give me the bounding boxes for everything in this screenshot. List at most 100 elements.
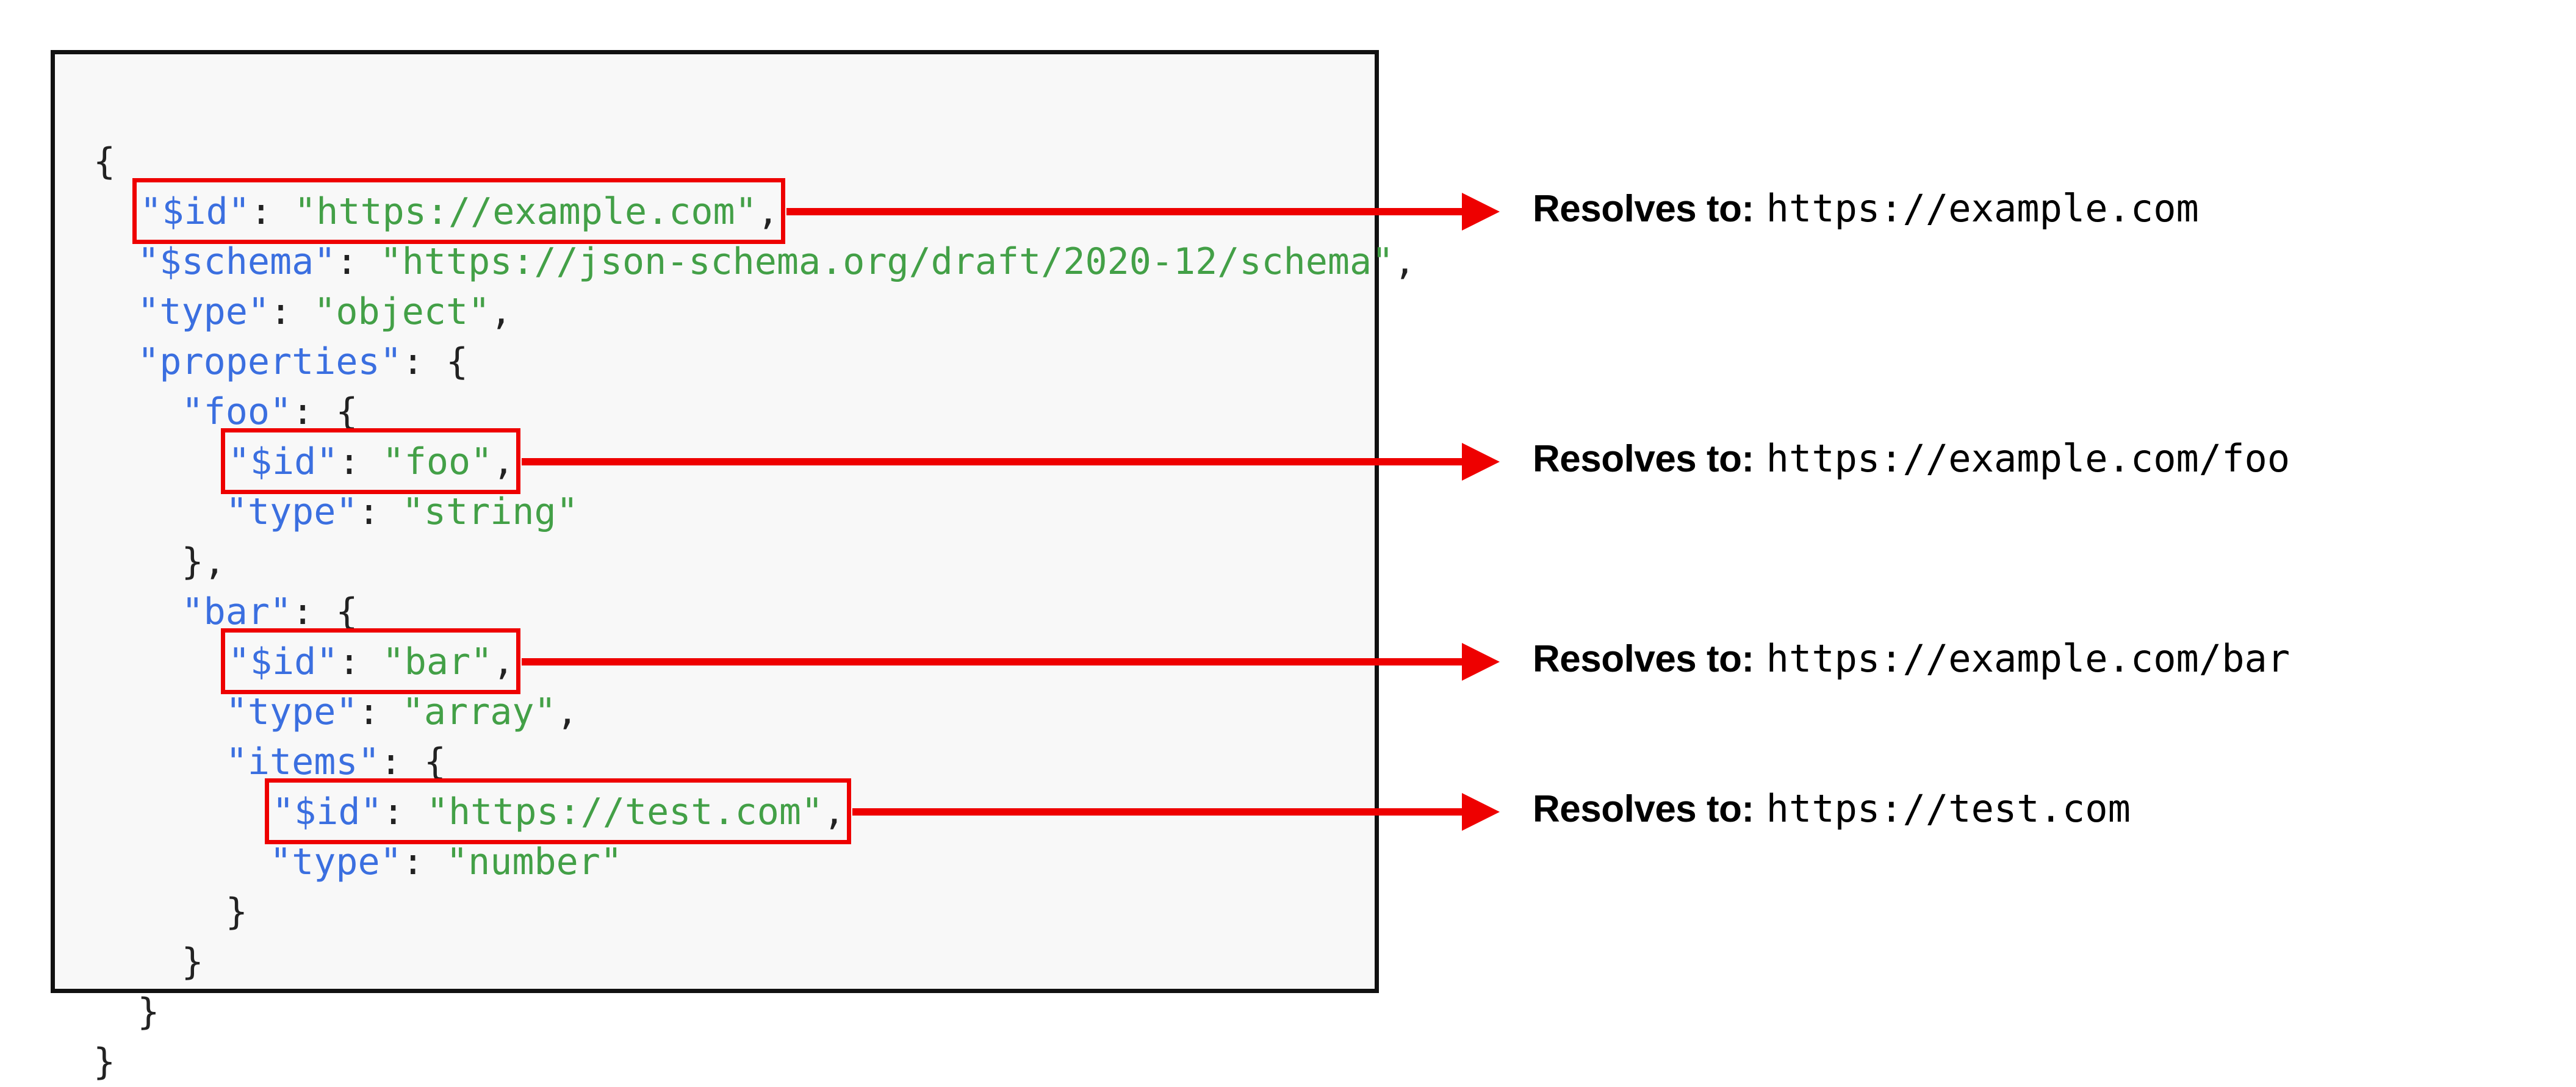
code-token-str: "foo" xyxy=(382,440,493,483)
code-token-punc: : xyxy=(336,240,380,283)
resolved-url: https://test.com xyxy=(1766,786,2131,831)
code-token-key: "type" xyxy=(225,490,358,533)
code-indent xyxy=(93,991,137,1033)
code-token-punc: , xyxy=(492,640,515,683)
resolution-annotation: Resolves to: https://example.com/foo xyxy=(1533,436,2290,481)
highlighted-id-keyword: "$id": "bar", xyxy=(220,628,520,694)
code-token-str: "https://example.com" xyxy=(294,190,757,233)
arrowhead-icon xyxy=(1462,443,1500,481)
code-line: { xyxy=(93,137,1416,187)
resolution-annotation: Resolves to: https://example.com xyxy=(1533,186,2199,231)
code-indent xyxy=(93,390,182,433)
code-token-punc: } xyxy=(225,891,248,933)
code-token-str: "string" xyxy=(401,490,578,533)
code-indent xyxy=(93,791,270,833)
code-line: "type": "string" xyxy=(93,487,1416,537)
code-token-punc: , xyxy=(492,440,515,483)
code-line: "bar": { xyxy=(93,587,1416,637)
code-token-key: "type" xyxy=(225,691,358,733)
resolution-annotation: Resolves to: https://test.com xyxy=(1533,786,2131,831)
arrow-shaft xyxy=(786,208,1462,215)
code-token-punc: : xyxy=(358,490,402,533)
code-line: }, xyxy=(93,537,1416,587)
code-token-punc: : xyxy=(250,190,295,233)
code-token-key: "$id" xyxy=(272,791,383,833)
code-token-key: "$id" xyxy=(228,640,339,683)
code-indent xyxy=(93,640,226,683)
code-line: "foo": { xyxy=(93,387,1416,437)
code-token-str: "array" xyxy=(401,691,556,733)
code-token-key: "type" xyxy=(269,841,402,883)
arrowhead-icon xyxy=(1462,793,1500,831)
json-code-block: { "$id": "https://example.com", "$schema… xyxy=(93,137,1416,1087)
code-indent xyxy=(93,290,137,333)
code-indent xyxy=(93,490,226,533)
code-token-punc: , xyxy=(1394,240,1416,283)
code-indent xyxy=(93,941,182,983)
code-token-str: "object" xyxy=(314,290,491,333)
code-token-str: "https://json-schema.org/draft/2020-12/s… xyxy=(380,240,1394,283)
arrow-shaft xyxy=(522,658,1462,665)
code-token-str: "number" xyxy=(445,841,622,883)
code-token-punc: : { xyxy=(401,340,469,383)
arrowhead-icon xyxy=(1462,643,1500,681)
code-token-key: "properties" xyxy=(137,340,402,383)
resolved-url: https://example.com xyxy=(1766,186,2199,231)
code-indent xyxy=(93,891,226,933)
code-token-str: "bar" xyxy=(382,640,493,683)
code-indent xyxy=(93,841,270,883)
code-indent xyxy=(93,590,182,633)
code-token-key: "items" xyxy=(225,741,380,783)
code-token-punc: } xyxy=(181,941,204,983)
code-token-punc: } xyxy=(137,991,160,1033)
code-indent xyxy=(93,540,182,583)
code-token-str: "https://test.com" xyxy=(426,791,824,833)
code-indent xyxy=(93,691,226,733)
code-line: "items": { xyxy=(93,737,1416,787)
code-token-punc: }, xyxy=(181,540,226,583)
code-line: } xyxy=(93,987,1416,1037)
highlighted-id-keyword: "$id": "https://example.com", xyxy=(132,178,785,244)
code-indent xyxy=(93,340,137,383)
json-code-panel: { "$id": "https://example.com", "$schema… xyxy=(51,50,1416,1083)
resolved-url: https://example.com/bar xyxy=(1766,636,2290,681)
code-line: "type": "array", xyxy=(93,687,1416,737)
code-line: } xyxy=(93,1037,1416,1087)
code-indent xyxy=(93,440,226,483)
code-line: "properties": { xyxy=(93,337,1416,387)
code-line: } xyxy=(93,887,1416,937)
code-indent xyxy=(93,741,226,783)
code-token-punc: , xyxy=(823,791,846,833)
resolves-to-label: Resolves to: xyxy=(1533,638,1754,680)
arrowhead-icon xyxy=(1462,193,1500,231)
code-token-punc: : { xyxy=(292,390,358,433)
code-token-key: "foo" xyxy=(181,390,292,433)
arrow-shaft xyxy=(522,458,1462,465)
code-token-punc: { xyxy=(93,140,116,183)
code-token-punc: , xyxy=(757,190,779,233)
resolves-to-label: Resolves to: xyxy=(1533,788,1754,830)
code-token-punc: , xyxy=(490,290,513,333)
code-token-key: "type" xyxy=(137,290,270,333)
code-indent xyxy=(93,240,137,283)
code-token-punc: } xyxy=(93,1041,116,1083)
code-token-punc: : xyxy=(358,691,402,733)
code-token-punc: : xyxy=(270,290,314,333)
highlighted-id-keyword: "$id": "foo", xyxy=(220,428,520,494)
code-token-punc: : xyxy=(382,791,426,833)
code-line: } xyxy=(93,937,1416,987)
arrow-shaft xyxy=(852,808,1462,816)
code-line: "$schema": "https://json-schema.org/draf… xyxy=(93,237,1416,287)
code-token-punc: , xyxy=(556,691,578,733)
code-token-punc: : xyxy=(338,440,383,483)
code-indent xyxy=(93,190,137,233)
resolved-url: https://example.com/foo xyxy=(1766,436,2290,481)
code-token-key: "bar" xyxy=(181,590,292,633)
code-token-key: "$id" xyxy=(140,190,250,233)
code-line: "type": "object", xyxy=(93,287,1416,337)
resolves-to-label: Resolves to: xyxy=(1533,188,1754,230)
code-token-punc: : { xyxy=(380,741,446,783)
code-line: "type": "number" xyxy=(93,837,1416,887)
code-token-punc: : xyxy=(401,841,446,883)
resolves-to-label: Resolves to: xyxy=(1533,438,1754,480)
